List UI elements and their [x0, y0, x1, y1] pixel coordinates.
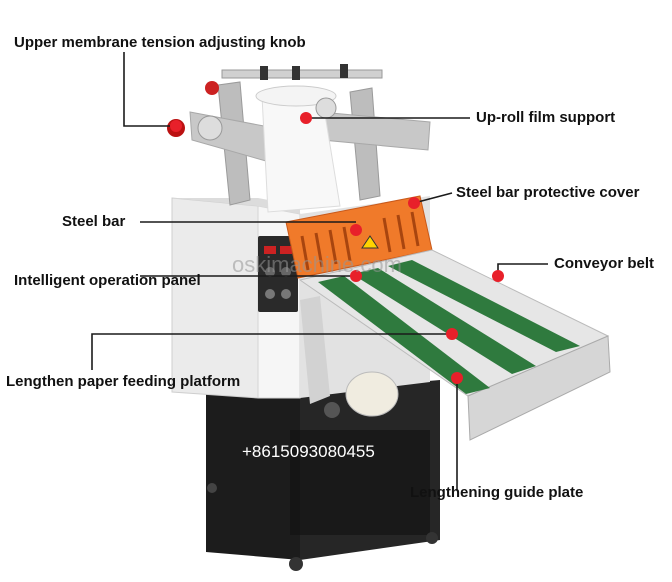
label-guide-plate: Lengthening guide plate	[410, 484, 584, 501]
marker-film-support	[300, 112, 312, 124]
feeding-platform-graphic	[298, 249, 611, 441]
marker-conveyor-belt	[492, 270, 504, 282]
label-feeding-platform: Lengthen paper feeding platform	[6, 373, 241, 390]
marker-tension-knob	[170, 120, 182, 132]
marker-guide-plate	[451, 372, 463, 384]
watermark-text: oskimachine.com	[232, 252, 402, 277]
label-operation-panel: Intelligent operation panel	[14, 272, 201, 289]
label-tension-knob: Upper membrane tension adjusting knob	[14, 34, 306, 51]
protective-cover-graphic	[285, 195, 433, 279]
lower-cabinet	[206, 380, 440, 571]
label-protective-cover: Steel bar protective cover	[456, 184, 640, 201]
marker-operation-panel	[350, 270, 362, 282]
label-conveyor-belt: Conveyor belt	[554, 255, 655, 272]
label-film-support: Up-roll film support	[476, 109, 616, 126]
marker-steel-bar	[350, 224, 362, 236]
marker-feeding-platform	[446, 328, 458, 340]
callout-markers	[170, 112, 504, 384]
phone-number: +8615093080455	[242, 442, 375, 461]
leader-lines	[91, 52, 548, 490]
operation-panel-graphic	[258, 236, 298, 312]
label-steel-bar: Steel bar	[62, 213, 126, 230]
marker-protective-cover	[408, 197, 420, 209]
upper-frame	[167, 64, 431, 213]
